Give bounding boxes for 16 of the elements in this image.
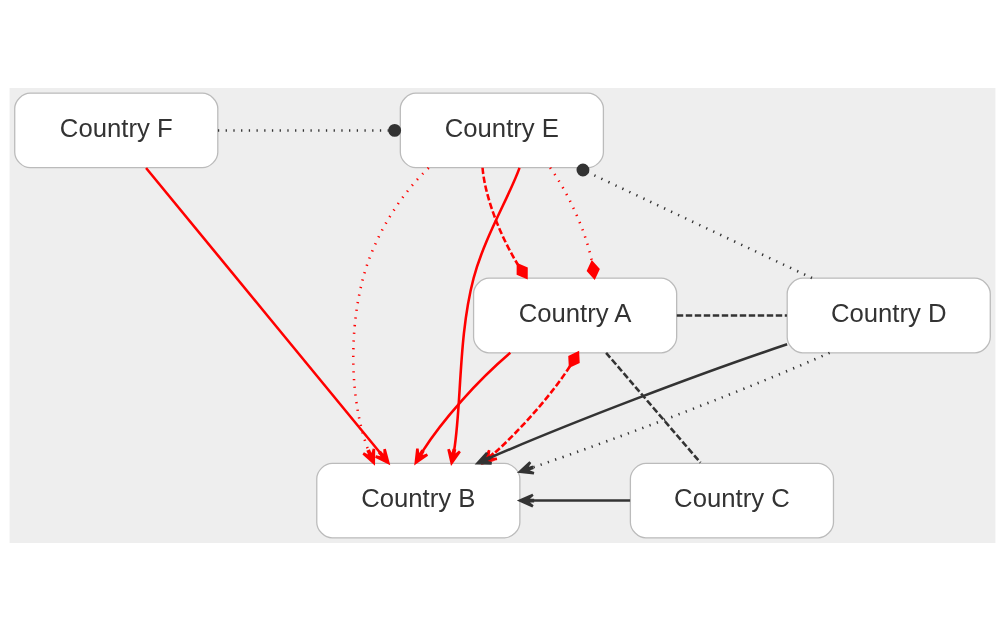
connector <box>576 163 813 280</box>
node-box: Country B <box>315 462 520 539</box>
connector <box>676 314 787 317</box>
connector <box>548 167 600 280</box>
node-box: Country C <box>629 462 834 539</box>
connector <box>480 167 528 280</box>
node-box: Country A <box>472 277 677 354</box>
arrow <box>518 493 630 508</box>
node-box: Country E <box>399 92 604 169</box>
arrow <box>518 351 830 475</box>
node-box: Country F <box>13 92 218 169</box>
connector <box>217 124 401 137</box>
node-box: Country D <box>786 277 991 354</box>
arrow <box>144 167 390 465</box>
arrow <box>351 167 430 465</box>
connector <box>604 352 701 464</box>
